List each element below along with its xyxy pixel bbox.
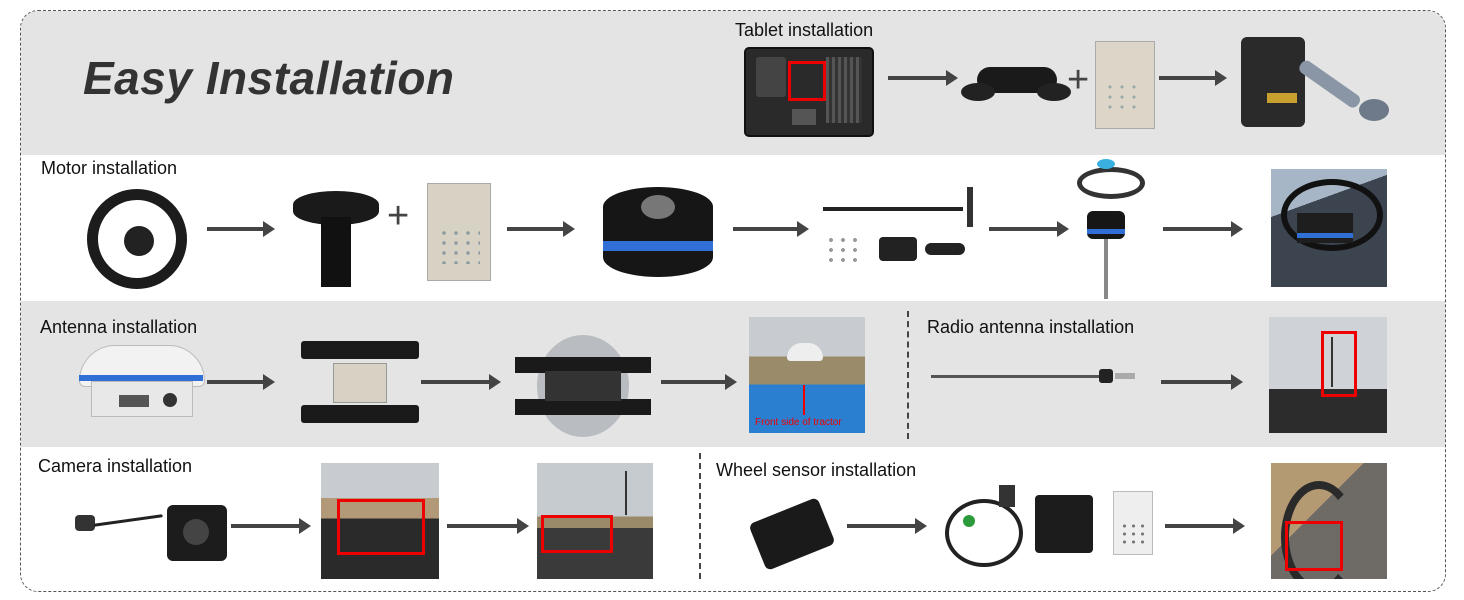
- tablet-device-image: [744, 47, 874, 137]
- arrow-icon: [888, 70, 958, 86]
- band-camera: [21, 447, 1445, 591]
- motor-bracket-kit-image: [823, 187, 983, 277]
- camera-position-highlight: [337, 499, 425, 555]
- mounted-tablet-image: [1241, 37, 1391, 129]
- assembled-motor-image: [1071, 157, 1145, 299]
- ram-mount-image: [961, 63, 1071, 109]
- section-divider: [699, 453, 701, 579]
- arrow-icon: [1161, 374, 1243, 390]
- antenna-bracket-kit-image: [301, 341, 419, 423]
- screw-bag-image: [427, 183, 491, 281]
- radio-antenna-highlight: [1321, 331, 1357, 397]
- motor-installation-label: Motor installation: [41, 158, 178, 178]
- arrow-icon: [1159, 70, 1227, 86]
- page-title: Easy Installation: [83, 52, 455, 104]
- antenna-installation-label: Antenna installation: [40, 317, 198, 337]
- plus-icon: +: [387, 195, 410, 237]
- steering-wheel-image: [87, 189, 187, 289]
- antenna-bracket-assembled-image: [515, 335, 651, 437]
- arrow-icon: [661, 374, 737, 390]
- radio-antenna-photo: [1269, 317, 1387, 433]
- arrow-icon: [733, 221, 809, 237]
- wheel-sensor-installed-photo: [1271, 463, 1387, 579]
- arrow-icon: [421, 374, 501, 390]
- installation-panel: Easy Installation Tablet installation + …: [20, 10, 1446, 592]
- arrow-icon: [207, 221, 275, 237]
- arrow-icon: [447, 518, 529, 534]
- wheel-sensor-image: [748, 496, 837, 573]
- tractor-antenna-photo: Front side of tractor: [749, 317, 865, 433]
- arrow-icon: [1165, 518, 1245, 534]
- sensor-mount-plate-image: [1035, 495, 1093, 553]
- mount-point-highlight: [788, 61, 826, 101]
- band-tablet: [21, 11, 1445, 155]
- antenna-photo-caption: Front side of tractor: [755, 417, 842, 428]
- section-divider: [907, 311, 909, 439]
- gnss-antenna-image: [79, 345, 205, 417]
- arrow-icon: [207, 374, 275, 390]
- screw-bag-image: [1095, 41, 1155, 129]
- screw-bag-image: [1113, 491, 1153, 555]
- arrow-icon: [507, 221, 575, 237]
- arrow-icon: [989, 221, 1069, 237]
- wheel-sensor-highlight: [1285, 521, 1343, 571]
- camera-image: [75, 485, 235, 573]
- camera-installed-photo: [537, 463, 653, 579]
- radio-antenna-installation-label: Radio antenna installation: [927, 317, 1135, 337]
- steering-motor-image: [603, 187, 713, 279]
- camera-installation-label: Camera installation: [38, 456, 193, 476]
- arrow-icon: [1163, 221, 1243, 237]
- tablet-installation-label: Tablet installation: [735, 20, 874, 40]
- camera-installed-highlight: [541, 515, 613, 553]
- arrow-icon: [231, 518, 311, 534]
- arrow-icon: [847, 518, 927, 534]
- installed-motor-photo: [1271, 169, 1387, 287]
- plus-icon: +: [1067, 59, 1090, 101]
- steering-adapter-image: [293, 191, 379, 287]
- radio-antenna-image: [931, 367, 1136, 387]
- wheel-sensor-harness-image: [939, 477, 1031, 573]
- wheel-sensor-installation-label: Wheel sensor installation: [716, 460, 917, 480]
- camera-mount-photo: [321, 463, 439, 579]
